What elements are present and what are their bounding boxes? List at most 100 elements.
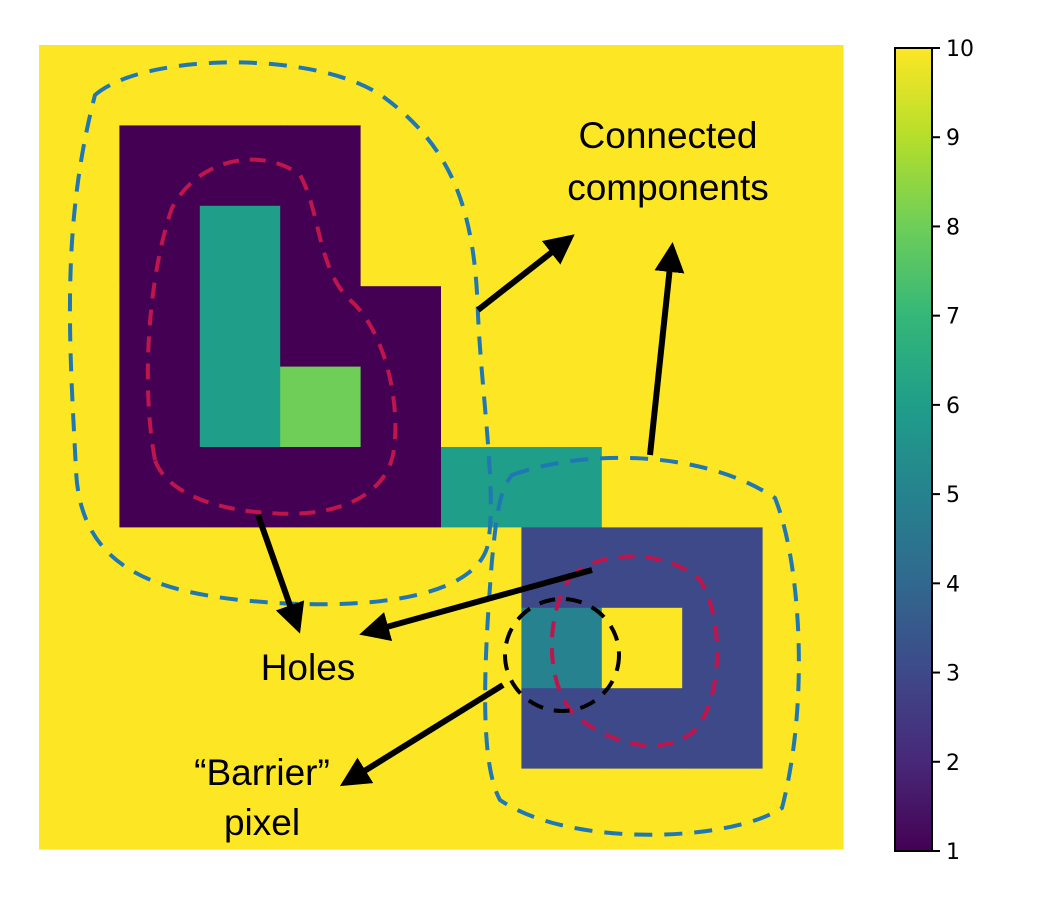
arrow-to-barrier — [339, 682, 505, 787]
grid-cell — [601, 125, 683, 207]
grid-cell — [682, 125, 764, 207]
grid-cell — [441, 527, 522, 609]
grid-cell — [119, 688, 201, 770]
hole-outline-left — [145, 157, 398, 516]
grid-cell — [521, 45, 603, 126]
grid-cell — [119, 447, 201, 528]
colorbar-tick-label: 3 — [946, 662, 960, 687]
component-outline-left — [67, 60, 493, 607]
grid-cell — [682, 45, 764, 126]
colorbar-ticks: 1 2 3 4 5 6 7 8 9 10 — [932, 37, 974, 865]
grid-cell — [762, 205, 844, 287]
grid-cell — [601, 45, 683, 126]
grid-cell — [601, 527, 683, 609]
grid-cell — [119, 205, 201, 287]
grid-cell — [360, 286, 442, 368]
grid-cell — [682, 527, 764, 609]
grid-cell — [601, 607, 683, 689]
grid-cell — [199, 45, 281, 126]
grid-cell — [441, 205, 522, 287]
grid-cell — [199, 366, 281, 448]
label-holes: Holes — [261, 647, 356, 688]
grid-cell — [521, 768, 603, 850]
grid-cell — [199, 447, 281, 528]
grid-cell — [280, 366, 362, 448]
grid-cell — [762, 125, 844, 207]
grid-cell — [39, 607, 120, 689]
colorbar-tick-label: 9 — [946, 126, 960, 151]
grid-cell — [39, 768, 120, 850]
arrow-to-holes-left — [255, 513, 305, 634]
grid-cell — [441, 607, 522, 689]
grid-cell — [682, 768, 764, 850]
label-connected-line1: Connected — [579, 115, 758, 156]
grid-cell — [199, 688, 281, 770]
grid-cell — [360, 125, 442, 207]
grid-cell — [682, 447, 764, 528]
label-barrier-line1: “Barrier” — [194, 752, 330, 793]
grid-cell — [521, 447, 603, 528]
grid-cell — [280, 286, 362, 368]
grid-cell — [521, 688, 603, 770]
grid-cell — [39, 205, 120, 287]
grid-cell — [762, 688, 844, 770]
grid-cell — [39, 286, 120, 368]
colorbar-tick-label: 4 — [946, 572, 960, 597]
grid-cell — [39, 366, 120, 448]
colorbar-tick-label: 6 — [946, 394, 960, 419]
colorbar-tick-label: 5 — [946, 483, 960, 508]
grid-cell — [441, 768, 522, 850]
grid-cell — [280, 205, 362, 287]
grid-cell — [682, 366, 764, 448]
grid-cell — [521, 366, 603, 448]
barrier-pixel-outline — [503, 597, 621, 713]
grid-cell — [360, 205, 442, 287]
grid-cell — [199, 205, 281, 287]
grid-cell — [119, 768, 201, 850]
grid-cell — [441, 286, 522, 368]
arrow-to-connected-left — [476, 234, 575, 313]
grid-cell — [360, 45, 442, 126]
colorbar-tick-label: 7 — [946, 305, 960, 330]
grid-cell — [280, 447, 362, 528]
grid-cell — [119, 607, 201, 689]
grid-cell — [360, 768, 442, 850]
grid-cell — [601, 688, 683, 770]
label-barrier-line2: pixel — [224, 802, 300, 843]
grid-cell — [119, 45, 201, 126]
grid-cell — [360, 447, 442, 528]
colorbar-tick-label: 8 — [946, 215, 960, 240]
grid-cell — [199, 768, 281, 850]
grid-cell — [601, 768, 683, 850]
grid-cell — [360, 366, 442, 448]
arrow-to-connected-right — [647, 242, 685, 456]
grid-cell — [119, 125, 201, 207]
colorbar: 1 2 3 4 5 6 7 8 9 10 — [894, 37, 974, 865]
hole-outline-right — [549, 554, 720, 748]
grid-cell — [682, 205, 764, 287]
grid-cell — [441, 45, 522, 126]
label-connected-line2: components — [567, 167, 769, 208]
grid-cell — [199, 125, 281, 207]
grid-cell — [441, 125, 522, 207]
grid-cell — [199, 286, 281, 368]
grid-cell — [762, 366, 844, 448]
colorbar-tick-label: 2 — [946, 751, 960, 776]
grid-cell — [39, 688, 120, 770]
colorbar-tick-label: 1 — [946, 840, 960, 865]
grid-cell — [39, 527, 120, 609]
grid-cell — [280, 688, 362, 770]
grid-cell — [119, 286, 201, 368]
grid-cell — [601, 286, 683, 368]
grid-cell — [280, 527, 362, 609]
grid-cell — [280, 45, 362, 126]
grid-cell — [762, 286, 844, 368]
grid-cell — [682, 607, 764, 689]
colorbar-tick-label: 10 — [946, 37, 974, 62]
grid-cell — [39, 125, 120, 207]
grid-cell — [521, 286, 603, 368]
arrow-to-holes-right — [359, 567, 593, 642]
grid-cell — [360, 527, 442, 609]
grid-cell — [601, 366, 683, 448]
grid-cell — [762, 527, 844, 609]
